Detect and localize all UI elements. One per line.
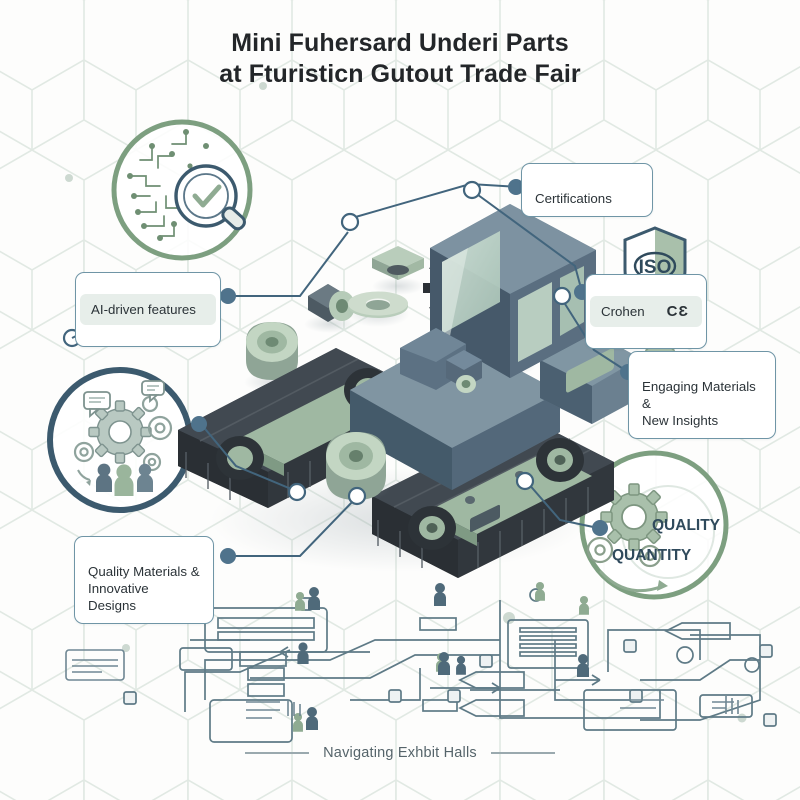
callout-engaging-materials[interactable]: Engaging Materials & New Insights bbox=[628, 351, 776, 439]
callout-ai-driven-features[interactable]: AI-driven features bbox=[75, 272, 221, 347]
callout-engaging-materials-text: Engaging Materials & New Insights bbox=[642, 379, 756, 428]
caption-rule-right bbox=[490, 752, 555, 754]
ce-mark-icon: CƐ bbox=[666, 303, 689, 320]
callout-crohen-text: Crohen bbox=[601, 304, 645, 319]
callout-ai-driven-features-text: AI-driven features bbox=[80, 294, 216, 325]
callout-crohen[interactable]: Crohen CƐ bbox=[585, 274, 707, 349]
svg-text:ISO: ISO bbox=[639, 257, 672, 278]
floorplan-detail-marks bbox=[65, 649, 739, 719]
callout-quality-materials-text: Quality Materials & Innovative Designs bbox=[88, 564, 200, 613]
quality-badge-text: QUALITY bbox=[652, 517, 721, 534]
callout-certifications[interactable]: Certifications bbox=[521, 163, 653, 217]
callout-certifications-text: Certifications bbox=[535, 191, 612, 206]
caption-text: Navigating Exhbit Halls bbox=[323, 745, 477, 761]
exhibit-hall-floorplan-icon bbox=[123, 588, 777, 743]
quantity-badge-text: QUANTITY bbox=[612, 547, 692, 564]
title-line-2: at Fturisticn Gutout Trade Fair bbox=[219, 60, 581, 88]
circuit-magnifier-check-icon bbox=[111, 119, 253, 261]
floorplan-people-icons bbox=[293, 581, 589, 732]
page-title: Mini Fuhersard Underi Parts at Fturistic… bbox=[0, 28, 800, 90]
gears-people-collaboration-icon bbox=[47, 367, 193, 513]
title-line-1: Mini Fuhersard Underi Parts bbox=[231, 29, 569, 57]
bottom-caption: Navigating Exhbit Halls bbox=[0, 745, 800, 761]
callout-quality-materials[interactable]: Quality Materials & Innovative Designs bbox=[74, 536, 214, 624]
connector-dot-filled bbox=[191, 179, 636, 564]
isometric-tracked-vehicle-icon bbox=[178, 204, 640, 578]
caption-rule-left bbox=[245, 752, 310, 754]
